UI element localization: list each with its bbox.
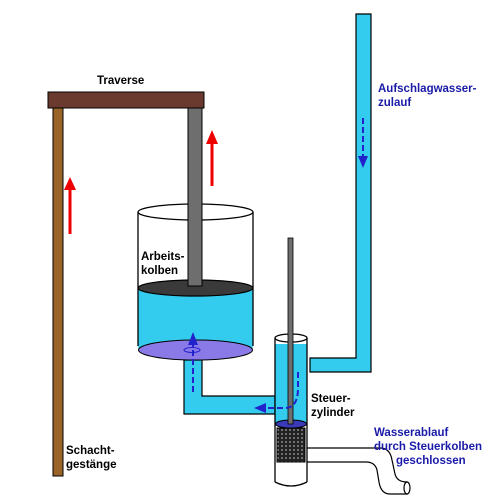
- up-arrow-rod: [206, 130, 218, 186]
- label-steuer-2: zylinder: [311, 407, 355, 419]
- supply-pipe: [309, 13, 372, 373]
- control-cylinder: [274, 237, 308, 487]
- label-wasserablauf-1: Wasserablauf: [374, 427, 449, 439]
- label-wasserablauf-2: durch Steuerkolben: [374, 441, 482, 453]
- shaft-rod: [52, 107, 64, 477]
- label-steuer-1: Steuer-: [311, 393, 351, 405]
- label-arbeits-2: kolben: [141, 265, 179, 277]
- flow-arrow-up: [188, 332, 198, 392]
- piston-rod: [187, 103, 203, 287]
- label-traverse: Traverse: [97, 75, 145, 87]
- up-arrow-shaft: [64, 177, 76, 234]
- label-schacht-2: gestänge: [66, 459, 117, 471]
- label-schacht-1: Schacht-: [66, 445, 115, 457]
- label-aufschlag-2: zulauf: [378, 97, 412, 109]
- flow-arrow-left: [254, 372, 299, 413]
- label-aufschlag-1: Aufschlagwasser-: [378, 83, 477, 95]
- working-cylinder: [137, 203, 254, 361]
- traverse-beam: [47, 91, 205, 109]
- label-arbeits-1: Arbeits-: [141, 251, 185, 263]
- flow-arrow-down: [358, 118, 368, 168]
- outflow-pipe: [307, 447, 411, 495]
- label-wasserablauf-3: geschlossen: [396, 455, 466, 467]
